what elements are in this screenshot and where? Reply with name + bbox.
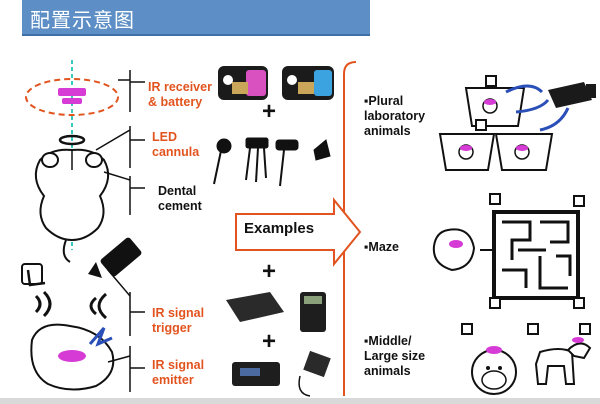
plural-animals-label: ▪Plural laboratory animals	[364, 94, 426, 138]
large-animals-illustration	[461, 323, 592, 395]
plus-sign-bottom: +	[262, 328, 277, 355]
title-bar: 配置示意图	[22, 0, 370, 36]
maze-label: ▪Maze	[364, 240, 399, 254]
plural-animals-illustration	[438, 75, 596, 171]
led-cannula-label: LED cannula	[152, 130, 200, 159]
plus-sign-top: +	[262, 98, 277, 125]
examples-label: Examples	[244, 220, 315, 237]
bracket-lines-bottom	[107, 269, 145, 392]
ir-receiver-label: IR receiver & battery	[148, 80, 212, 109]
ir-signal-trigger-label: IR signal trigger	[152, 306, 205, 335]
mouse-bottom-illustration	[21, 263, 115, 391]
large-animals-label: ▪Middle/ Large size animals	[364, 334, 426, 378]
ir-signal-emitter-label: IR signal emitter	[152, 358, 205, 387]
bottom-strip	[0, 398, 600, 404]
bracket-lines-top	[95, 70, 145, 215]
plus-sign-middle: +	[262, 258, 277, 285]
ir-emitter-devices	[232, 350, 331, 397]
ir-trigger-devices	[226, 292, 326, 332]
ir-receiver-device-blue	[282, 66, 334, 100]
led-cannula-devices	[213, 137, 331, 187]
mouse-top-illustration	[25, 60, 119, 263]
ir-trigger-box	[88, 237, 142, 278]
page-title: 配置示意图	[30, 8, 135, 32]
examples-arrow	[235, 197, 362, 267]
maze-illustration	[432, 193, 585, 309]
ir-receiver-device-pink	[218, 66, 268, 100]
dental-cement-label: Dental cement	[158, 184, 202, 213]
orange-bracket	[343, 61, 357, 396]
